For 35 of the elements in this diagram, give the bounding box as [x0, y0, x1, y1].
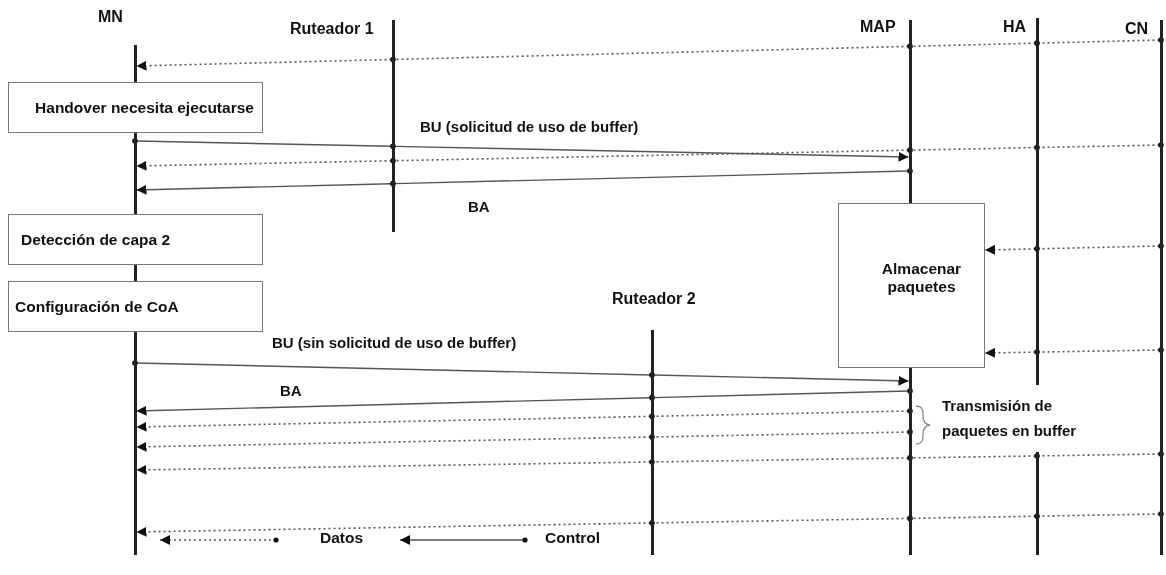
- process-box: [8, 214, 263, 265]
- edge-label: BU (solicitud de uso de buffer): [420, 118, 639, 135]
- process-box: [8, 82, 263, 133]
- lifeline: [650, 330, 654, 555]
- box-label: Almacenar paquetes: [880, 260, 963, 296]
- process-box: [8, 281, 263, 332]
- legend-label: Control: [545, 529, 601, 547]
- legend-label: Datos: [320, 529, 364, 547]
- lifeline-label: CN: [1125, 20, 1149, 38]
- message-arrow: [984, 244, 1037, 255]
- message-arrow: [652, 374, 910, 386]
- box-label: Handover necesita ejecutarse: [34, 98, 255, 117]
- lifeline-label: Ruteador 1: [290, 20, 374, 38]
- message-arrow: [135, 461, 652, 475]
- lifeline: [1159, 20, 1163, 555]
- message-arrow: [135, 522, 652, 537]
- lifeline-label: MAP: [860, 18, 896, 36]
- message-arrow: [135, 436, 652, 452]
- message-arrow: [135, 183, 393, 195]
- lifeline-label: MN: [98, 8, 123, 26]
- edge-label: BA: [468, 198, 490, 215]
- lifeline: [391, 20, 395, 232]
- message-arrow: [135, 397, 652, 416]
- edge-label: BU (sin solicitud de uso de buffer): [272, 334, 517, 351]
- message-arrow: [393, 145, 910, 162]
- message-arrow: [984, 347, 1037, 358]
- message-arrow: [135, 159, 393, 171]
- box-label: Detección de capa 2: [21, 230, 172, 249]
- process-box: [838, 203, 985, 368]
- lifeline-label: Ruteador 2: [612, 290, 696, 308]
- box-label: Configuración de CoA: [15, 297, 180, 316]
- message-arrow: [135, 58, 393, 71]
- edge-label: BA: [280, 382, 302, 399]
- message-arrow: [135, 415, 652, 432]
- lifeline-label: HA: [1003, 18, 1027, 36]
